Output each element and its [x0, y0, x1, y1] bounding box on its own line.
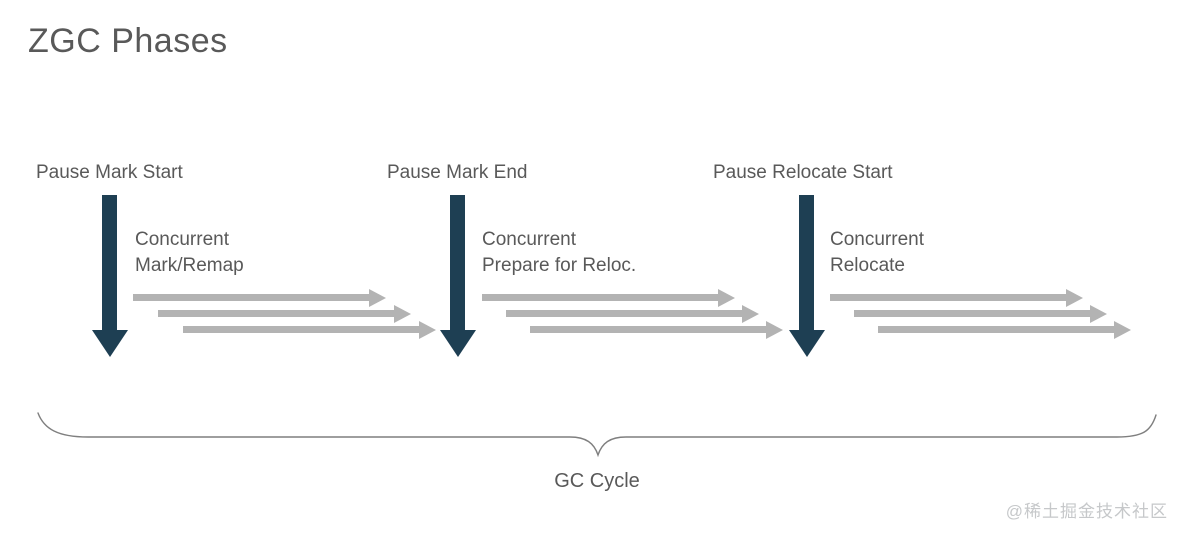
concurrent-thread-arrow-icon	[183, 326, 419, 333]
concurrent-thread-arrow-icon	[506, 310, 742, 317]
concurrent-thread-arrow-icon	[133, 294, 369, 301]
pause-arrow-down-icon	[450, 195, 465, 330]
concurrent-thread-arrow-icon	[854, 310, 1090, 317]
concurrent-label-line2: Prepare for Reloc.	[482, 255, 637, 276]
concurrent-thread-arrow-icon	[482, 294, 718, 301]
concurrent-label-relocate: Concurrent Relocate	[830, 227, 924, 279]
concurrent-label-line1: Concurrent	[135, 229, 229, 250]
concurrent-label-line1: Concurrent	[830, 229, 924, 250]
concurrent-label-line1: Concurrent	[482, 229, 576, 250]
pause-label-mark-end: Pause Mark End	[387, 162, 528, 183]
brace-path	[37, 412, 1157, 458]
pause-label-relocate-start: Pause Relocate Start	[713, 162, 893, 183]
concurrent-label-prepare-reloc: Concurrent Prepare for Reloc.	[482, 227, 636, 279]
gc-cycle-brace-icon	[37, 412, 1157, 458]
concurrent-thread-arrow-icon	[158, 310, 394, 317]
pause-label-mark-start: Pause Mark Start	[36, 162, 183, 183]
page-title: ZGC Phases	[28, 22, 228, 60]
pause-arrow-down-icon	[799, 195, 814, 330]
concurrent-thread-arrow-icon	[878, 326, 1114, 333]
gc-cycle-label: GC Cycle	[554, 470, 640, 492]
concurrent-thread-arrow-icon	[530, 326, 766, 333]
watermark-text: @稀土掘金技术社区	[1005, 502, 1168, 521]
pause-arrow-down-icon	[102, 195, 117, 330]
concurrent-label-line2: Relocate	[830, 255, 905, 276]
concurrent-label-line2: Mark/Remap	[135, 255, 244, 276]
concurrent-thread-arrow-icon	[830, 294, 1066, 301]
concurrent-label-mark-remap: Concurrent Mark/Remap	[135, 227, 244, 279]
